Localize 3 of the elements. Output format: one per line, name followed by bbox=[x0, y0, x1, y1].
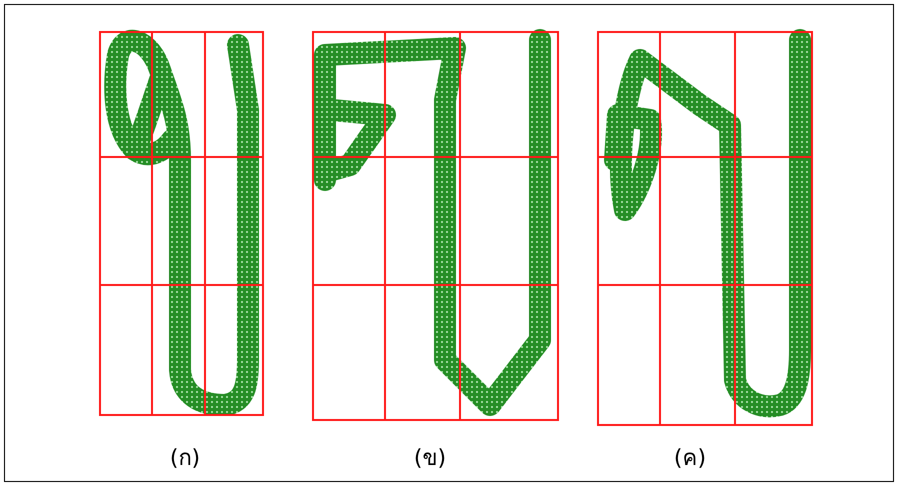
panel-caption: (ก) bbox=[170, 445, 200, 473]
panel-caption: (ข) bbox=[414, 445, 446, 473]
panel-caption: (ค) bbox=[674, 445, 706, 473]
